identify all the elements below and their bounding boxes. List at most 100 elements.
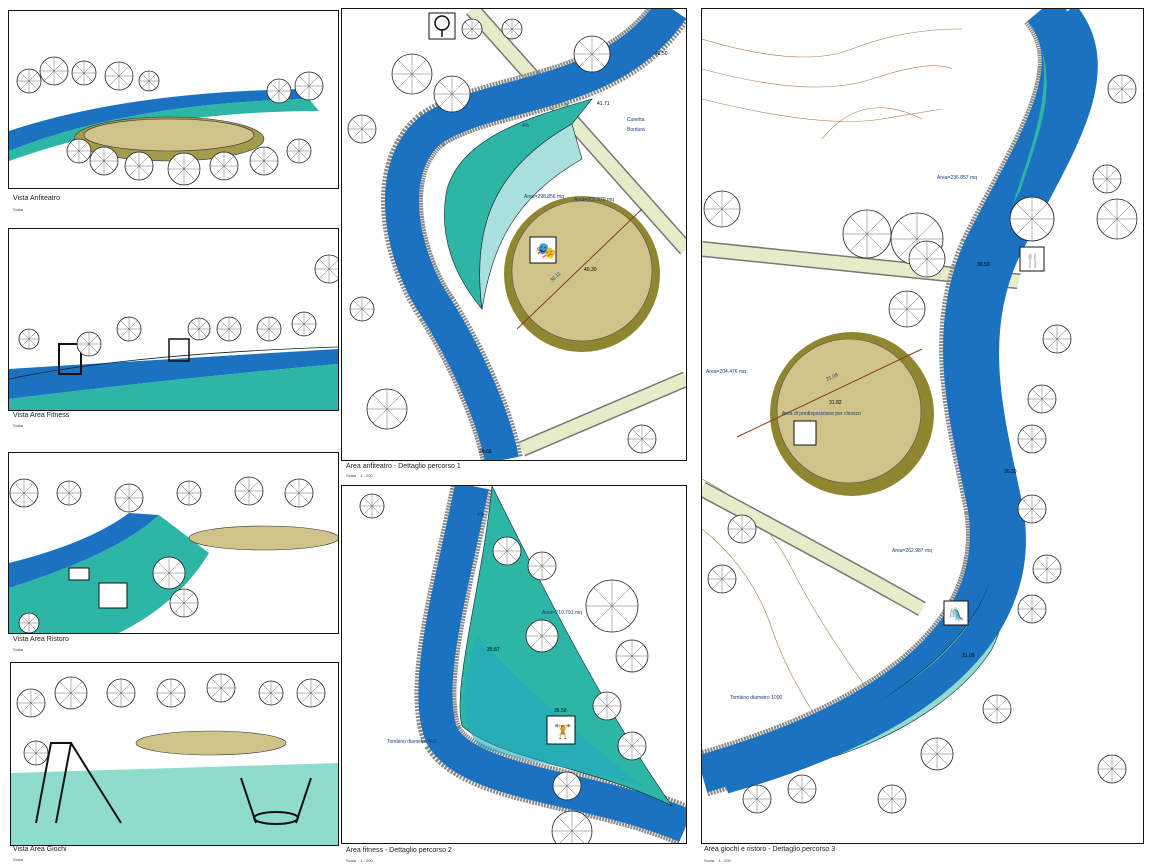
tree-icon [234,476,264,506]
area-label: Area=204.476 mq [706,369,746,375]
tree-icon [707,564,737,594]
plan-giochi-ristoro: 🍴 🛝 Area=236.857 mq Area=204.476 mq Area… [701,8,1144,844]
tree-icon [742,784,772,814]
tree-icon [573,35,611,73]
tree-icon [266,78,292,104]
tree-icon [552,771,582,801]
view-caption: Vista Anfiteatro [13,195,60,202]
tree-icon [461,18,483,40]
tree-icon [359,493,385,519]
plan-scale: Scala 1 : 200 [704,858,731,863]
tree-icon [187,317,211,341]
tree-icon [585,579,639,633]
slope-label: 4% [477,512,485,518]
view-area-ristoro [8,452,339,634]
tree-icon [206,673,236,703]
note-label: Bordura [627,127,645,133]
tree-icon [1027,384,1057,414]
tree-icon [433,75,471,113]
view-caption: Vista Area Ristoro [13,636,69,643]
tree-icon [39,56,69,86]
elevation-label: 30.50 [977,262,990,268]
elevation-label: 36.66 [479,449,492,455]
tree-icon [9,478,39,508]
tree-icon [291,311,317,337]
view-caption: Vista Area Fitness [13,412,70,419]
tree-icon [76,331,102,357]
tree-icon [169,588,199,618]
tree-icon [54,676,88,710]
tree-icon [787,774,817,804]
tree-icon [982,694,1012,724]
plan-caption: Area fitness - Dettaglio percorso 2 [346,847,452,854]
scale-value: 1 : 200 [360,473,373,478]
plan-drawing: 🍴 🛝 Area=236.857 mq Area=204.476 mq Area… [702,9,1143,843]
tree-icon [551,810,593,843]
tree-icon [116,316,142,342]
plan-scale: Scala 1 : 200 [346,858,373,863]
perspective-drawing [9,254,338,410]
elevation-label: 41.71 [597,101,610,107]
tree-icon [527,551,557,581]
view-scale: Scala [13,423,24,428]
tree-icon [349,296,375,322]
plan-anfiteatro: 🎭 Area=298.856 mq Area=202.579 mq 40.30 … [341,8,687,461]
tree-icon [703,190,741,228]
tree-icon [89,146,119,176]
area-label: Area=298.856 mq [524,194,564,200]
tree-icon [1096,198,1138,240]
tree-icon [249,146,279,176]
elevation-label: 40.30 [584,267,597,273]
playground-icon [943,600,969,626]
tree-icon [286,138,312,164]
tree-icon [216,316,242,342]
perspective-drawing [11,673,338,845]
restaurant-icon [1019,246,1045,272]
tree-icon [71,60,97,86]
diameter-label: 21.08 [825,372,839,383]
tree-icon [124,151,154,181]
tree-icon [1097,754,1127,784]
note-label: Cunetta [627,117,645,123]
tree-icon [209,151,239,181]
area-label: Area=262.987 mq [892,548,932,554]
tree-icon [1017,424,1047,454]
perspective-drawing [9,476,338,633]
elevation-label: 31.09 [962,653,975,659]
plan-caption: Area giochi e ristoro - Dettaglio percor… [704,846,836,853]
view-area-fitness [8,228,339,411]
area-label: Area=210.791 mq [542,610,582,616]
plan-area-fitness: 🏋 Area=210.791 mq 35.87 35.50 Tombino di… [341,485,687,844]
area-label: Area=236.857 mq [937,175,977,181]
tree-icon [920,737,954,771]
note-label: Tombino diametro 400 [387,739,437,745]
fitness-glyph: 🏋 [554,723,571,740]
note-label: Tombino diametro 1000 [730,695,782,701]
plan-drawing: 🏋 Area=210.791 mq 35.87 35.50 Tombino di… [359,486,686,843]
scale-value: 1 : 200 [718,858,731,863]
plan-scale: Scala 1 : 200 [346,473,373,478]
area-label: Area=202.579 mq [574,197,614,203]
kiosk-label: Area di predisposizione per chiosco [782,411,861,417]
tree-icon [1107,74,1137,104]
view-scale: Scala [13,647,24,652]
tree-icon [627,424,657,454]
tree-icon [908,240,946,278]
perspective-drawing [9,56,338,188]
tree-icon [167,152,201,186]
slope-label: 4% [522,123,530,129]
elevation-label: 35.50 [554,708,567,714]
tree-icon [727,514,757,544]
scale-label: Scala [346,473,357,478]
tree-icon [66,138,92,164]
tree-icon [18,328,40,350]
elevation-label: 30.30 [1004,469,1017,475]
tree-icon [1009,196,1055,242]
tree-icon [842,209,892,259]
tree-icon [56,480,82,506]
scale-value: 1 : 200 [360,858,373,863]
view-area-giochi [10,662,339,846]
tree-icon [138,70,160,92]
tree-icon [296,678,326,708]
tree-icon [106,678,136,708]
